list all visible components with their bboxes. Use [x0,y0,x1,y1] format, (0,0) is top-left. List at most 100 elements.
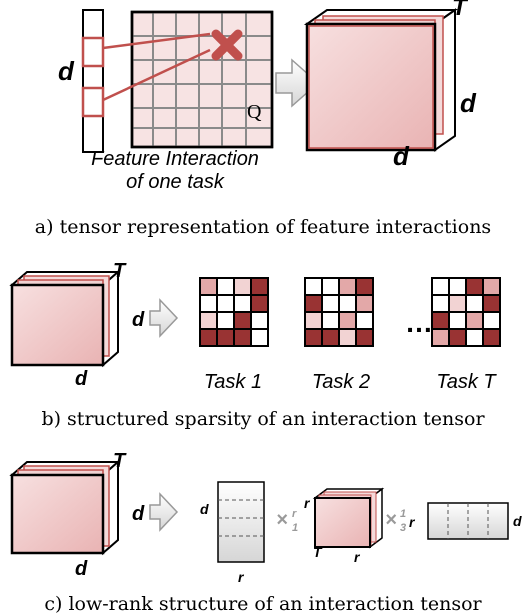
matrix-cell [321,294,340,313]
matrix-cell [465,294,484,313]
feature-interaction-caption: Feature Interaction [91,148,259,170]
factor1-d-label: d [200,501,209,517]
matrix-cell [482,294,501,313]
op2-sup: 1 [400,508,406,520]
op1-sup: r [292,508,297,520]
matrix-cell [321,277,340,296]
matrix-cell [355,328,374,347]
feature-dim-label: d [58,56,75,86]
cube-b-t-label: T [113,260,127,282]
matrix-cell [216,328,235,347]
core-t-label: T [313,544,323,560]
matrix-cell [338,277,357,296]
matrix-cell [304,294,323,313]
matrix-cell [448,311,467,330]
task-matrix-1 [199,277,269,347]
matrix-cell [338,311,357,330]
times-3-icon: × [385,509,397,531]
panel-c: T d d d r × r 1 r T [9,450,522,615]
matrix-cell [321,328,340,347]
cube-c-t-label: T [113,450,127,472]
matrix-cell [355,311,374,330]
matrix-cell [199,328,218,347]
matrix-cell [216,294,235,313]
matrix-cell [431,277,450,296]
transform-arrow-icon [275,58,320,108]
matrix-cell [250,294,269,313]
matrix-cell [216,311,235,330]
matrix-cell [216,277,235,296]
matrix-cell [250,311,269,330]
core-tensor [312,487,385,549]
matrix-cell [338,328,357,347]
cube-b-d-bottom-label: d [75,368,88,390]
cube-a-d-right-label: d [460,88,477,118]
task-matrix-2 [304,277,374,347]
factor-matrix-2 [427,502,509,540]
interaction-grid [130,10,274,149]
panel-a: d Q [35,0,491,238]
tensor-cube-c [9,459,121,556]
ellipsis: … [405,307,433,338]
matrix-cell [448,277,467,296]
matrix-cell [448,294,467,313]
matrix-cell [482,328,501,347]
matrix-cell [482,311,501,330]
panel-a-title: a) tensor representation of feature inte… [35,216,491,238]
task-matrices [199,277,501,347]
core-r-top-label: r [304,495,311,511]
panel-c-title: c) low-rank structure of an interaction … [44,593,482,615]
matrix-cell [355,294,374,313]
matrix-cell [304,277,323,296]
cube-a-d-bottom-label: d [393,141,410,171]
matrix-cell [233,311,252,330]
matrix-cell [321,311,340,330]
matrix-cell [482,277,501,296]
matrix-cell [431,311,450,330]
q-label: Q [247,101,262,123]
matrix-cell [250,277,269,296]
times-1-icon: × [276,509,288,531]
matrix-cell [233,294,252,313]
task-t-label: Task T [436,371,497,393]
tensor-cube-b [9,269,121,368]
matrix-cell [304,328,323,347]
decompose-arrow-icon [149,492,179,532]
factor2-d-label: d [513,513,522,529]
matrix-cell [465,328,484,347]
feature-vector [81,9,105,153]
matrix-cell [199,294,218,313]
panel-b-title: b) structured sparsity of an interaction… [41,408,485,430]
op2-r-label: r [409,514,416,530]
op1-sub: 1 [292,522,298,534]
mode-product-1: × r 1 [276,508,298,534]
factor-matrix-1 [217,481,265,563]
factor1-r-label: r [238,569,245,585]
mode-product-3: × 1 3 [385,508,406,534]
one-task-caption: of one task [126,171,225,193]
interaction-arrows [102,32,211,102]
matrix-cell [233,277,252,296]
op2-sub: 3 [400,522,406,534]
matrix-cell [431,294,450,313]
interaction-x-mark [211,29,243,61]
matrix-cell [465,311,484,330]
task-1-label: Task 1 [204,371,262,393]
task-2-label: Task 2 [312,371,370,393]
matrix-cell [233,328,252,347]
matrix-cell [338,294,357,313]
panel-b: T d d Task 1 Task 2 Task T … b) structur… [9,260,501,430]
matrix-cell [448,328,467,347]
matrix-cell [304,311,323,330]
matrix-cell [355,277,374,296]
cube-c-d-right-label: d [132,503,145,525]
matrix-cell [199,277,218,296]
cube-c-d-bottom-label: d [75,558,88,580]
cube-a-t-label: T [452,0,469,21]
cube-b-d-right-label: d [132,309,145,331]
sparsity-arrow-icon [149,298,179,338]
matrix-cell [199,311,218,330]
core-r-bottom-label: r [354,549,361,565]
matrix-cell [465,277,484,296]
